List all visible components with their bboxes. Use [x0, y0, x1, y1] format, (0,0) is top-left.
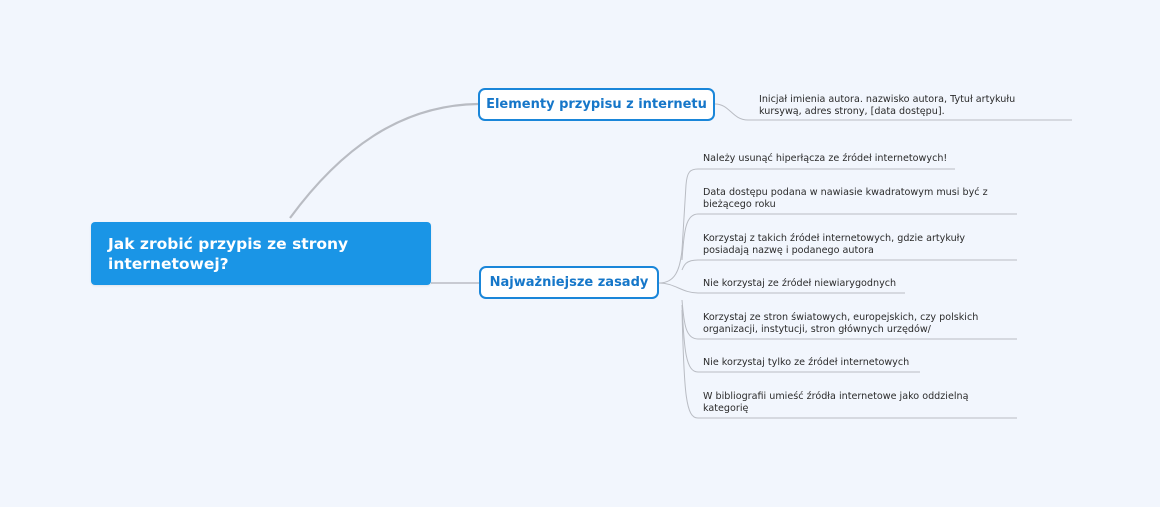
leaf-rule-2[interactable]: Data dostępu podana w nawiasie kwadratow…	[703, 187, 988, 210]
branch-label: Najważniejsze zasady	[489, 275, 649, 290]
leaf-rule-6[interactable]: Nie korzystaj tylko ze źródeł internetow…	[703, 357, 910, 368]
branch-elementy-przypisu[interactable]: Elementy przypisu z internetu	[478, 88, 715, 121]
leaf-rule-3[interactable]: Korzystaj z takich źródeł internetowych,…	[703, 233, 966, 256]
leaf-format-przypisu[interactable]: Inicjał imienia autora. nazwisko autora,…	[759, 94, 1016, 117]
leaf-rule-4[interactable]: Nie korzystaj ze źródeł niewiarygodnych	[703, 278, 897, 289]
leaf-rule-7[interactable]: W bibliografii umieść źródła internetowe…	[703, 391, 969, 414]
leaf-rule-1[interactable]: Należy usunąć hiperłącza ze źródeł inter…	[703, 153, 948, 164]
branch-label: Elementy przypisu z internetu	[486, 97, 707, 112]
leaf-rule-5[interactable]: Korzystaj ze stron światowych, europejsk…	[703, 312, 979, 335]
connector-root-to-elements	[289, 102, 479, 219]
root-topic-label: Jak zrobić przypis ze strony internetowe…	[108, 235, 349, 273]
root-topic[interactable]: Jak zrobić przypis ze strony internetowe…	[91, 222, 431, 285]
branch-najwazniejsze-zasady[interactable]: Najważniejsze zasady	[479, 266, 659, 299]
